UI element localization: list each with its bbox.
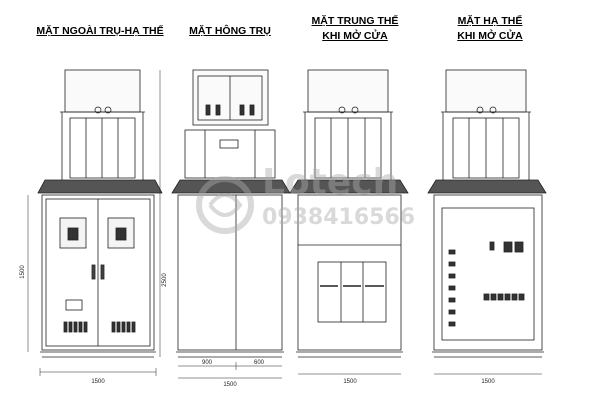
dim-outer-height: 2500 [162, 273, 168, 287]
bushing-icon [94, 106, 102, 114]
dim-side-left: 900 [202, 360, 213, 366]
vent-left [63, 321, 88, 333]
side-cabinet [177, 194, 283, 351]
dim-lv-width: 1500 [481, 379, 495, 385]
dim-outer-width: 1500 [91, 379, 105, 385]
lv-cabinet [433, 194, 543, 351]
title-lv-line1: MẶT HẠ THẾ [457, 15, 523, 27]
title-outer-line1: MẶT NGOÀI TRỤ-HẠ THẾ [36, 25, 164, 37]
transformer-top-box [64, 69, 141, 113]
side-top-box [192, 69, 269, 126]
lv-terminal-left [448, 249, 456, 327]
mv-switchgear [317, 261, 387, 323]
side-roof [171, 179, 291, 194]
view-outer [27, 69, 163, 376]
cabinet-outer [41, 194, 155, 351]
title-lv-view: MẶT HẠ THẾ KHI MỞ CỬA [425, 14, 555, 44]
mv-roof [289, 179, 409, 194]
transformer-body [69, 117, 136, 179]
door-handle-left [91, 264, 96, 280]
title-side-view: MẶT HÔNG TRỤ [170, 24, 290, 39]
dim-mv-width: 1500 [343, 379, 357, 385]
watermark-logo [196, 176, 254, 234]
title-mv-line2: KHI MỞ CỬA [322, 30, 388, 42]
view-lv [427, 69, 547, 375]
title-outer-view: MẶT NGOÀI TRỤ-HẠ THẾ [30, 24, 170, 39]
cabinet-roof [37, 179, 163, 194]
mv-cabinet [297, 194, 402, 351]
dim-side-right: 600 [254, 360, 265, 366]
title-mv-view: MẶT TRUNG THẾ KHI MỞ CỬA [290, 14, 420, 44]
dim-outer-side: 1500 [20, 265, 26, 279]
lv-breaker-row [483, 293, 525, 301]
vent-right [111, 321, 136, 333]
lv-roof [427, 179, 547, 194]
title-lv-line2: KHI MỞ CỬA [457, 30, 523, 42]
dim-side-width: 1500 [223, 382, 237, 388]
title-side-line1: MẶT HÔNG TRỤ [189, 25, 271, 37]
door-handle-right [100, 264, 105, 280]
lv-breakers-top [489, 241, 524, 253]
title-mv-line1: MẶT TRUNG THẾ [311, 15, 399, 27]
view-mv [289, 69, 409, 375]
side-transformer [184, 129, 276, 179]
view-side [171, 69, 291, 379]
